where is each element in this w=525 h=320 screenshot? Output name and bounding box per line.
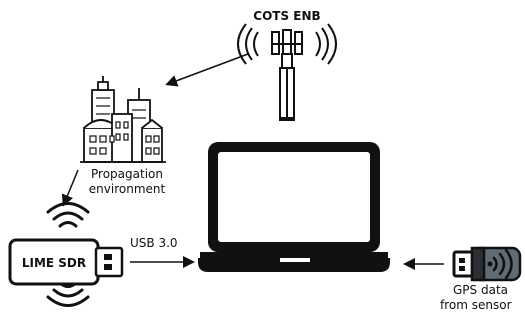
gps-node: GPS data from sensor <box>440 246 522 312</box>
gps-label-line2: from sensor <box>440 298 512 312</box>
city-buildings-icon <box>80 76 166 163</box>
edge-city-to-sdr <box>61 169 79 207</box>
enb-label: COTS ENB <box>253 9 320 23</box>
edge-label-usb: USB 3.0 <box>130 236 178 250</box>
gps-label-line1: GPS data <box>453 283 508 297</box>
enb-node: COTS ENB <box>237 9 337 121</box>
cell-tower-icon <box>237 23 337 121</box>
city-node: Propagation environment <box>80 76 166 196</box>
city-label-line2: environment <box>89 182 166 196</box>
edges <box>61 53 444 270</box>
edge-enb-to-city <box>165 53 249 87</box>
city-label-line1: Propagation <box>91 167 163 181</box>
laptop-node <box>198 142 390 272</box>
laptop-icon <box>198 142 390 272</box>
sdr-label: LIME SDR <box>22 256 86 270</box>
sdr-node: LIME SDR <box>8 202 124 307</box>
usb-gps-dongle-icon <box>452 246 522 282</box>
usb-dongle-icon <box>8 238 124 286</box>
